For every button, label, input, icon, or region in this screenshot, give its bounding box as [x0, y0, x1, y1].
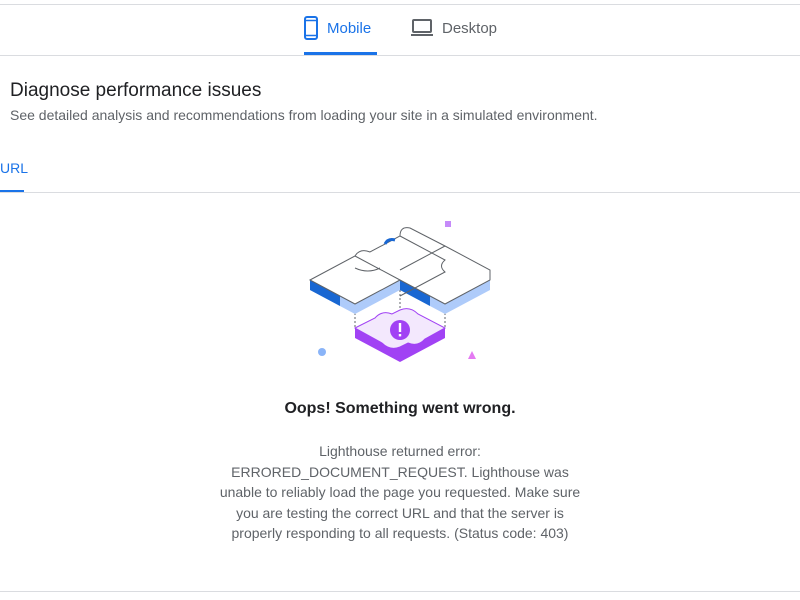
tab-url[interactable]: URL	[0, 150, 28, 192]
section-title: Diagnose performance issues	[10, 80, 262, 101]
bottom-divider	[0, 591, 800, 592]
laptop-icon	[411, 19, 433, 36]
error-heading: Oops! Something went wrong.	[284, 400, 516, 417]
tab-url-label: URL	[0, 160, 29, 176]
url-tab-bar: URL	[0, 150, 800, 193]
tab-mobile[interactable]: Mobile	[304, 4, 377, 55]
decorative-circle	[318, 348, 326, 356]
error-message: Lighthouse returned error: ERRORED_DOCUM…	[219, 443, 581, 541]
tab-desktop[interactable]: Desktop	[411, 4, 511, 52]
error-puzzle-piece	[353, 308, 447, 362]
device-tab-bar: Mobile Desktop	[0, 4, 800, 56]
decorative-triangle	[468, 351, 476, 359]
tab-mobile-label: Mobile	[327, 19, 372, 37]
tab-desktop-label: Desktop	[442, 19, 498, 37]
smartphone-icon	[304, 16, 318, 40]
section-subtitle: See detailed analysis and recommendation…	[10, 107, 598, 123]
error-puzzle-illustration	[308, 221, 491, 362]
decorative-square	[445, 221, 451, 227]
top-divider	[0, 0, 800, 5]
puzzle-grid	[308, 227, 491, 314]
